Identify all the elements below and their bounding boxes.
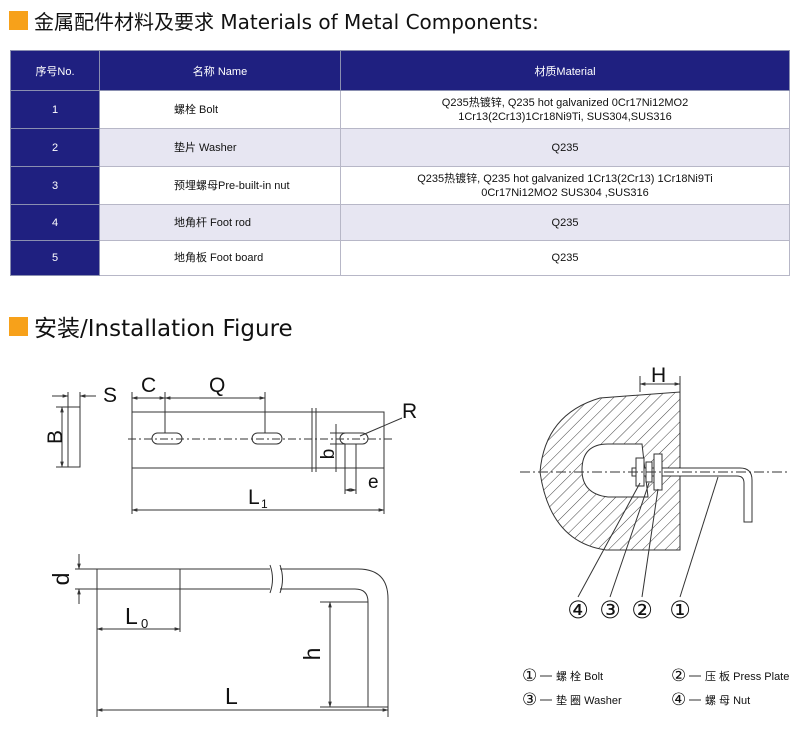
legend-num-1: ① bbox=[522, 666, 537, 685]
table-row: 1 螺栓 Bolt Q235热镀锌, Q235 hot galvanized 0… bbox=[10, 90, 790, 129]
legend: ① 螺 栓 Bolt ② 压 板 Press Plate ③ 垫 圈 Washe… bbox=[522, 666, 789, 709]
label-l0-sub: 0 bbox=[141, 616, 148, 631]
label-l0: L bbox=[125, 603, 138, 629]
legend-text-1: 螺 栓 Bolt bbox=[556, 669, 603, 683]
legend-text-2: 压 板 Press Plate bbox=[705, 669, 789, 683]
cell-name: 地角板 Foot board bbox=[99, 240, 341, 276]
callout-numbers: ④ ③ ② ① bbox=[567, 597, 691, 624]
material-line-1: Q235热镀锌, Q235 hot galvanized 1Cr13(2Cr13… bbox=[417, 172, 713, 185]
label-r: R bbox=[402, 400, 417, 423]
legend-text-3: 垫 圈 Washer bbox=[556, 693, 622, 707]
table-header-row: 序号No. 名称 Name 材质Material bbox=[10, 50, 790, 91]
cell-name: 螺栓 Bolt bbox=[99, 90, 341, 129]
callout-4: ④ bbox=[567, 597, 589, 624]
legend-num-4: ④ bbox=[671, 690, 686, 709]
label-b-lower: b bbox=[318, 449, 339, 460]
table-row: 5 地角板 Foot board Q235 bbox=[10, 240, 790, 276]
material-line-1: Q235热镀锌, Q235 hot galvanized 0Cr17Ni12MO… bbox=[441, 96, 689, 109]
header-name: 名称 Name bbox=[99, 50, 341, 91]
rod-break bbox=[269, 564, 283, 594]
table-row: 3 预埋螺母Pre-built-in nut Q235热镀锌, Q235 hot… bbox=[10, 166, 790, 205]
label-c: C bbox=[141, 374, 156, 397]
cell-material: Q235 bbox=[340, 128, 790, 167]
installation-figure: S C Q R B b e L 1 d L 0 h L bbox=[44, 364, 790, 717]
table-row: 4 地角杆 Foot rod Q235 bbox=[10, 204, 790, 241]
label-b-upper: B bbox=[44, 430, 67, 444]
foot-rod-drawing: d L 0 h L bbox=[48, 554, 389, 717]
label-h: h bbox=[299, 648, 325, 661]
embedded-cavity bbox=[581, 443, 649, 498]
board-side-view bbox=[67, 406, 81, 468]
label-q: Q bbox=[209, 374, 225, 397]
label-l1-sub: 1 bbox=[261, 497, 268, 511]
section-title-installation: 安装/Installation Figure bbox=[9, 309, 293, 343]
legend-text-4: 螺 母 Nut bbox=[705, 694, 750, 707]
cell-no: 5 bbox=[10, 240, 100, 276]
rod-body bbox=[97, 568, 389, 708]
cell-no: 1 bbox=[10, 90, 100, 129]
cell-name: 地角杆 Foot rod bbox=[99, 204, 341, 241]
section-title-text: 金属配件材料及要求 Materials of Metal Components: bbox=[34, 10, 539, 34]
legend-num-3: ③ bbox=[522, 690, 537, 709]
material-line-2: 0Cr17Ni12MO2 SUS304 ,SUS316 bbox=[481, 186, 649, 199]
cell-no: 3 bbox=[10, 166, 100, 205]
orange-square-icon bbox=[9, 316, 28, 336]
label-l: L bbox=[225, 683, 238, 709]
material-line-2: 1Cr13(2Cr13)1Cr18Ni9Ti, SUS304,SUS316 bbox=[458, 110, 672, 123]
header-material: 材质Material bbox=[340, 50, 790, 91]
cell-material: Q235 bbox=[340, 240, 790, 276]
cell-material: Q235热镀锌, Q235 hot galvanized 1Cr13(2Cr13… bbox=[340, 166, 790, 205]
label-s: S bbox=[103, 384, 117, 407]
board-plan-view bbox=[131, 411, 385, 469]
cell-material: Q235 bbox=[340, 204, 790, 241]
materials-table: 序号No. 名称 Name 材质Material 1 螺栓 Bolt Q235热… bbox=[10, 50, 790, 276]
label-e: e bbox=[368, 472, 379, 493]
callout-2: ② bbox=[631, 597, 653, 624]
section-title-materials: 金属配件材料及要求 Materials of Metal Components: bbox=[9, 6, 539, 35]
installation-section-drawing: H ④ ③ ② ① ① 螺 栓 Bolt ② 压 板 Press Plate ③… bbox=[520, 364, 790, 709]
callout-3: ③ bbox=[599, 597, 621, 624]
cell-no: 2 bbox=[10, 128, 100, 167]
cell-material: Q235热镀锌, Q235 hot galvanized 0Cr17Ni12MO… bbox=[340, 90, 790, 129]
cell-no: 4 bbox=[10, 204, 100, 241]
label-l1: L bbox=[248, 486, 260, 509]
label-h-upper: H bbox=[651, 364, 666, 387]
callout-1: ① bbox=[669, 597, 691, 624]
section-title-text: 安装/Installation Figure bbox=[34, 316, 293, 342]
legend-num-2: ② bbox=[671, 666, 686, 685]
header-no: 序号No. bbox=[10, 50, 100, 91]
table-row: 2 垫片 Washer Q235 bbox=[10, 128, 790, 167]
cell-name: 垫片 Washer bbox=[99, 128, 341, 167]
cell-name: 预埋螺母Pre-built-in nut bbox=[99, 166, 341, 205]
label-d: d bbox=[48, 573, 74, 586]
foot-board-drawing: S C Q R B b e L 1 bbox=[44, 374, 417, 514]
orange-square-icon bbox=[9, 11, 28, 30]
